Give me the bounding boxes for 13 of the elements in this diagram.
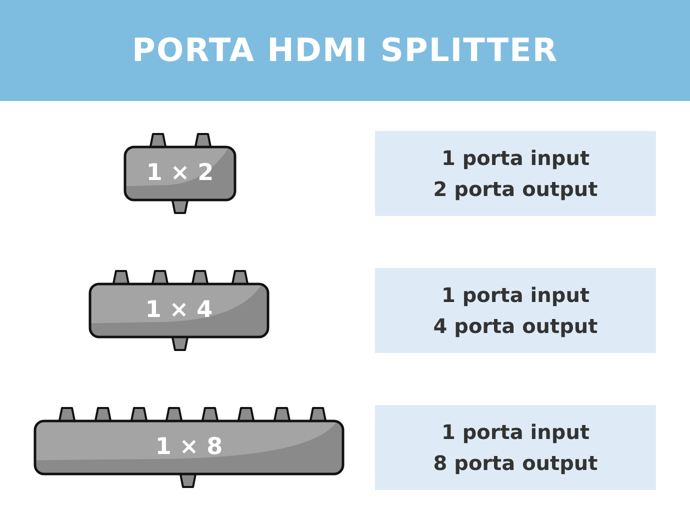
port-info-text: 2 porta output	[433, 176, 598, 202]
splitter-ratio-text: 1 × 2	[146, 160, 214, 186]
splitter-ratio-text: 1 × 4	[145, 298, 213, 324]
info-panel	[375, 268, 656, 353]
port-info-text: 1 porta input	[441, 282, 590, 308]
splitter-ratio-text: 1 × 8	[155, 434, 223, 460]
port-info-text: 4 porta output	[433, 312, 598, 340]
info-panel	[375, 405, 656, 490]
port-info-text: 1 porta input	[441, 418, 590, 446]
info-panel	[375, 131, 656, 216]
port-info-text: 1 porta input	[441, 144, 590, 172]
title-text: PORTA HDMI SPLITTER	[132, 31, 558, 70]
port-info-text: 8 porta output	[433, 450, 598, 476]
